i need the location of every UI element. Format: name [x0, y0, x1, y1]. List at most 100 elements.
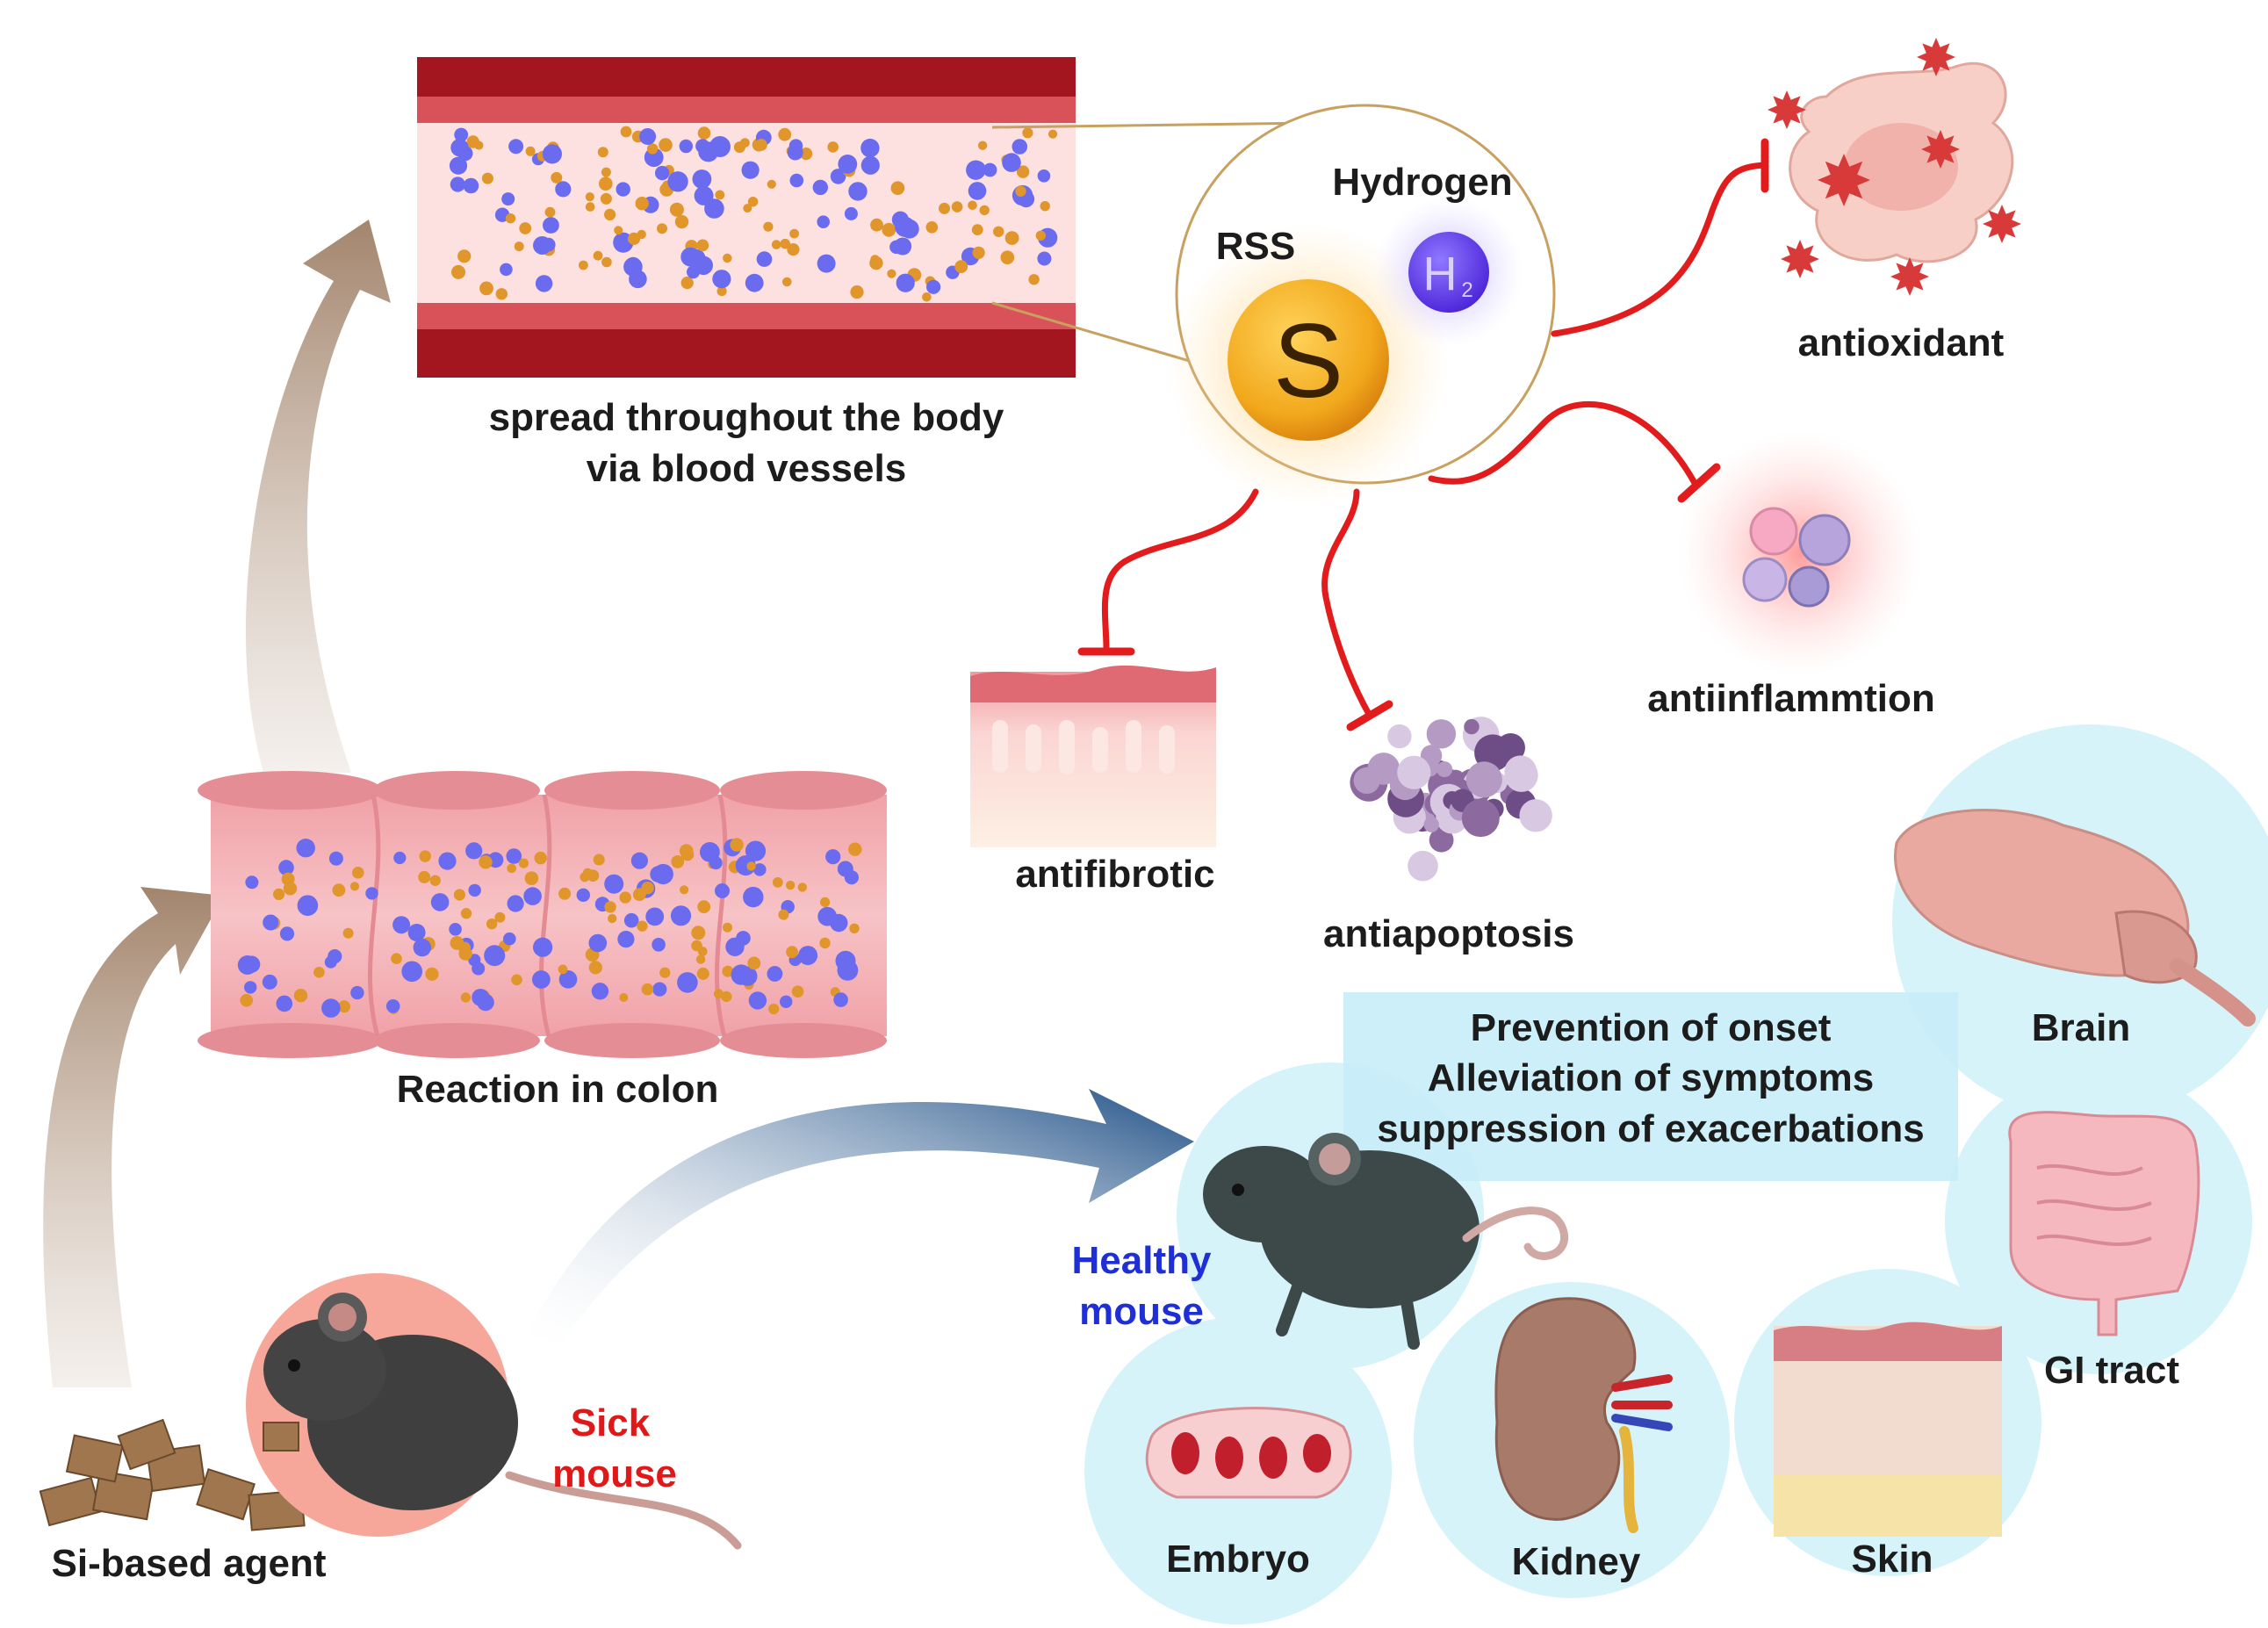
rss-particle — [524, 871, 539, 885]
apoptotic-cell — [1423, 817, 1439, 832]
embryo-illustration — [1145, 1407, 1352, 1499]
rss-particle — [558, 887, 572, 900]
rss-particle — [767, 179, 776, 189]
rss-particle — [588, 961, 602, 975]
hydrogen-particle — [401, 961, 423, 983]
hydrogen-particle — [262, 974, 277, 990]
rss-particle — [283, 882, 298, 896]
sulfur-symbol: S — [1273, 302, 1343, 420]
skin-illustration — [1774, 1322, 2002, 1537]
hydrogen-particle — [438, 852, 457, 870]
sulfur-atom — [1228, 279, 1389, 441]
hydrogen-particle — [506, 848, 522, 864]
inhibit-line-antifibrotic — [1101, 488, 1259, 653]
hydrogen-particle — [748, 991, 767, 1010]
rss-particle — [620, 126, 632, 138]
rss-particle — [800, 148, 813, 161]
inhibit-bar-antiapoptosis — [1346, 700, 1393, 731]
rss-particle — [419, 850, 431, 862]
rss-particle — [755, 139, 767, 151]
hydrogen-particle — [787, 144, 803, 161]
rss-particle — [746, 861, 756, 871]
rss-particle — [680, 277, 694, 290]
rss-particle — [518, 858, 529, 868]
rss-particle — [993, 226, 1004, 237]
rss-particle — [887, 269, 896, 278]
rss-particle — [789, 228, 799, 239]
hydrogen-particle — [652, 982, 667, 997]
hydrogen-particle — [535, 275, 553, 292]
hydrogen-particle — [667, 171, 688, 192]
hydrogen-particle — [472, 962, 486, 976]
si-based-agent — [39, 1418, 306, 1531]
rss-particle — [1004, 231, 1019, 245]
arrow-agent-to-colon — [43, 887, 224, 1387]
rss-particle — [601, 167, 611, 177]
rss-particle — [604, 208, 616, 220]
apoptotic-cell — [1465, 761, 1502, 798]
hydrogen-particle — [297, 895, 319, 916]
hydrogen-particle — [244, 981, 257, 994]
rss-particle — [659, 967, 671, 978]
rss-particle — [619, 891, 631, 904]
hydrogen-particle — [926, 279, 941, 294]
hydrogen-particle — [472, 989, 490, 1006]
hydrogen-particle — [694, 185, 714, 205]
brown-arrows — [43, 220, 391, 1387]
rss-particle — [534, 851, 547, 865]
gi-tract-illustration — [2008, 1111, 2200, 1336]
rss-particle — [819, 937, 831, 949]
hydrogen-particle — [542, 144, 563, 164]
antifibrotic-label: antifibrotic — [1015, 853, 1214, 896]
brain-illustration — [1894, 809, 2256, 1027]
rss-particle — [313, 967, 325, 978]
rss-particle — [890, 181, 905, 195]
hydrogen-particle — [385, 999, 400, 1013]
rss-particle — [782, 277, 792, 287]
rss-particle — [514, 241, 524, 252]
rss-particle — [870, 255, 880, 264]
hydrogen-particle — [484, 945, 506, 967]
hydrogen-particle — [1012, 139, 1028, 155]
rss-particle — [848, 842, 862, 856]
hydrogen-particle — [860, 138, 880, 158]
hydrogen-particle — [767, 966, 783, 982]
hydrogen-particle — [830, 169, 846, 184]
hydrogen-particle — [463, 177, 479, 194]
apoptotic-cell — [1464, 718, 1480, 735]
outcome-box: Prevention of onset Alleviation of sympt… — [1343, 992, 1958, 1181]
hydrogen-particle — [523, 887, 542, 905]
rss-particle — [680, 885, 689, 895]
hydrogen-particle — [616, 182, 630, 197]
hydrogen-particle — [533, 937, 553, 957]
h2-subscript: 2 — [1461, 278, 1472, 302]
hydrogen-particle — [812, 179, 828, 196]
rss-particle — [827, 141, 839, 153]
rss-particle — [601, 256, 612, 268]
vessel-caption-line2: via blood vessels — [587, 447, 906, 490]
hydrogen-particle — [833, 992, 848, 1007]
hydrogen-particle — [968, 182, 987, 200]
hydrogen-particle — [889, 240, 904, 254]
rss-particle — [1015, 185, 1026, 197]
rss-particle — [968, 200, 977, 211]
rss-particle — [747, 197, 759, 207]
rss-particle — [551, 171, 563, 184]
rss-particle — [486, 918, 498, 930]
rss-particle — [721, 990, 732, 1003]
hydrogen-particle — [555, 181, 572, 198]
rss-particle — [579, 260, 588, 270]
rss-particle — [342, 927, 354, 939]
hydrogen-particle — [817, 254, 836, 273]
outcome-line3: suppression of exacerbations — [1377, 1107, 1925, 1150]
hydrogen-particle — [848, 182, 868, 201]
rss-particle — [593, 854, 605, 866]
hydrogen-particle — [508, 139, 524, 155]
rss-particle — [558, 964, 568, 975]
rss-particle — [505, 213, 516, 224]
hydrogen-particle — [454, 127, 469, 142]
rss-particle — [608, 913, 617, 924]
rss-particle — [714, 989, 724, 999]
hydrogen-particle — [278, 860, 294, 875]
rss-particle — [763, 221, 774, 232]
